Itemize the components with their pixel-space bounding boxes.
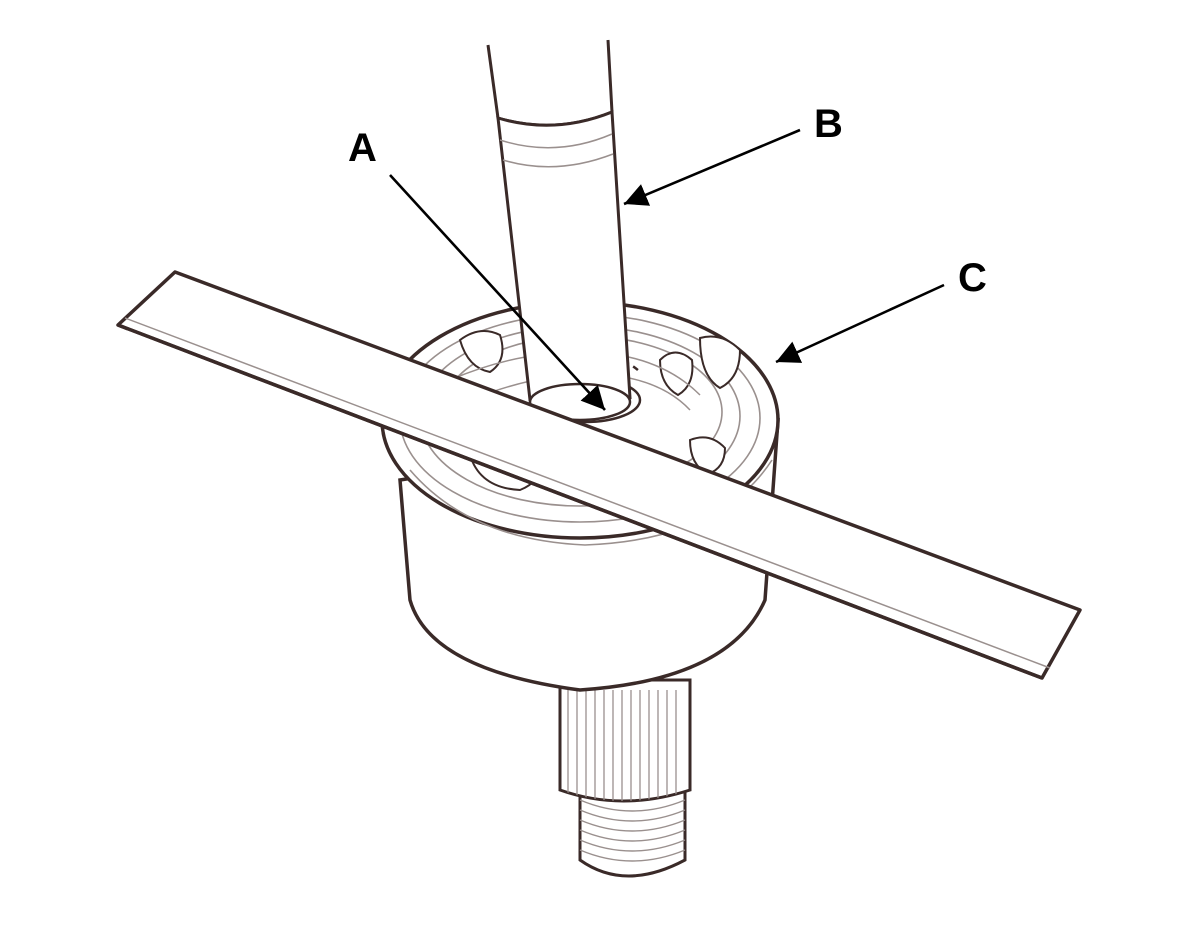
callout-label-a: A [348,126,377,170]
leader-lines [389,128,945,411]
threaded-end [578,783,687,878]
straight-edge [116,270,1082,680]
leader-c [775,283,945,364]
callout-label-b: B [814,102,843,146]
leader-a [389,174,606,411]
callout-label-c: C [958,256,987,300]
driver-rod [486,39,632,422]
leader-b [623,128,801,206]
splined-shaft [558,678,692,803]
